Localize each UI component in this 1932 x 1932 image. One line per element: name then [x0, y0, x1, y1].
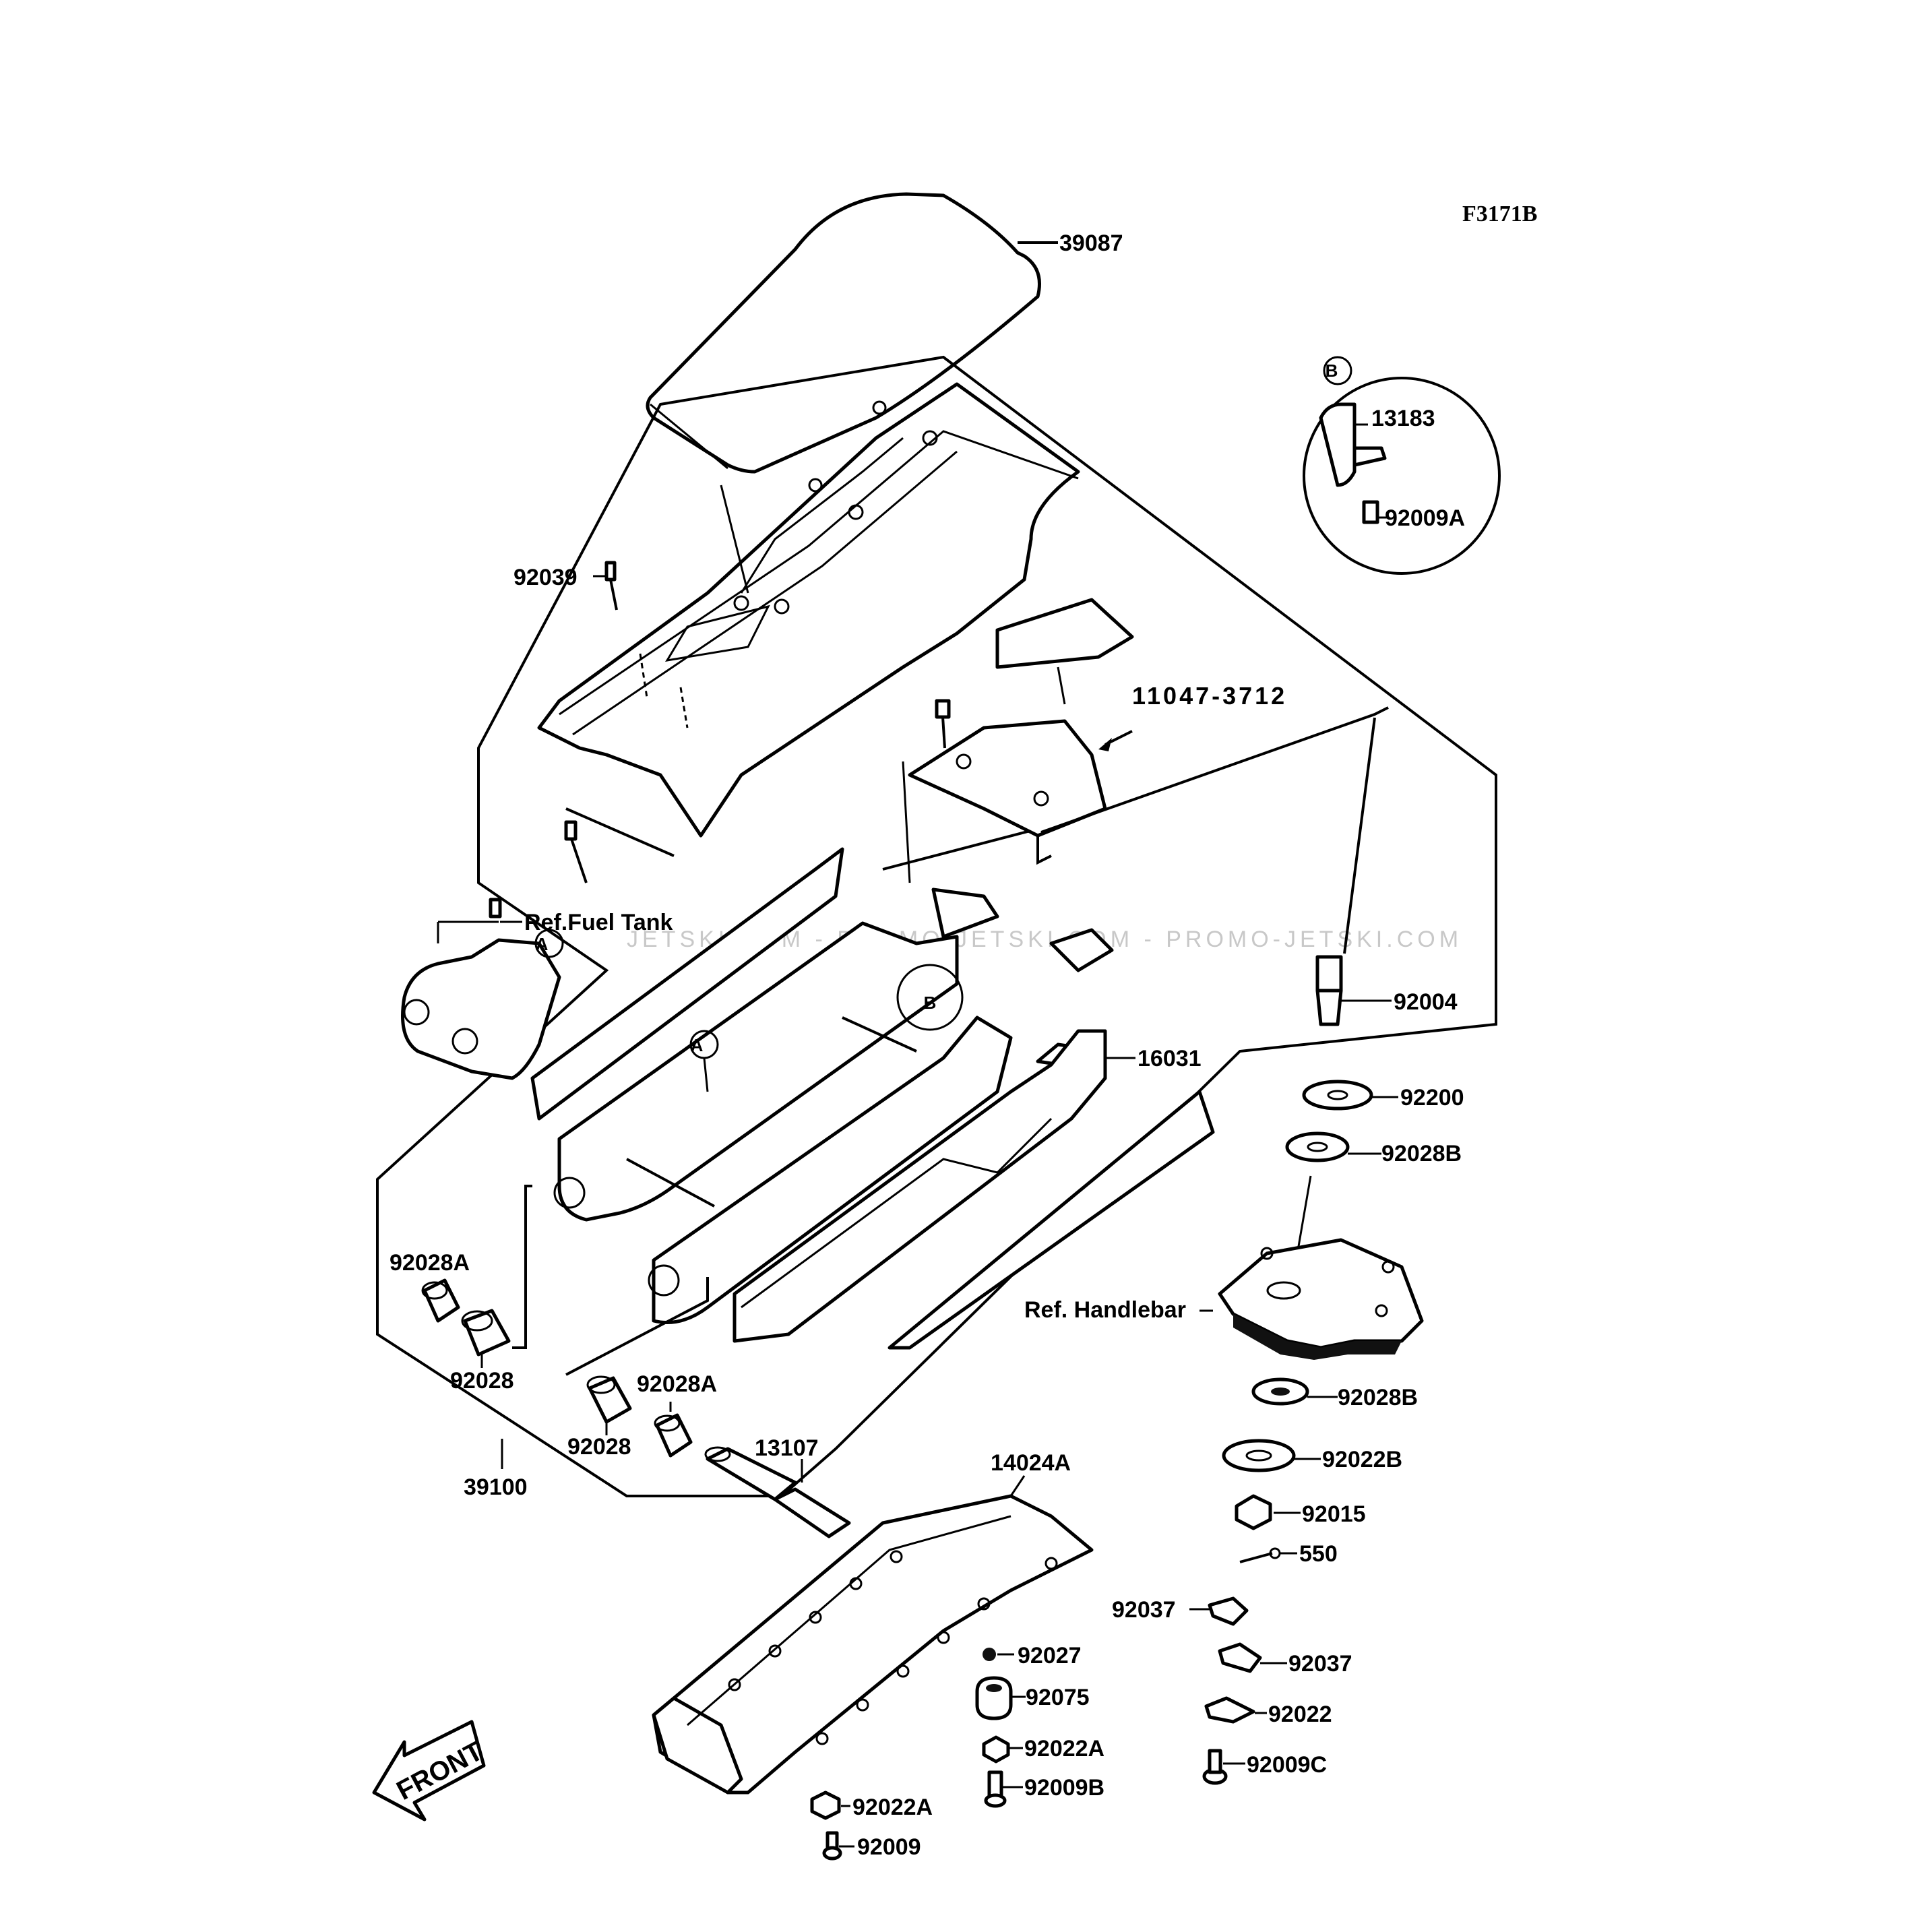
assembly-outline	[376, 355, 1497, 1497]
stopper-13183	[1319, 402, 1387, 524]
callout-a-2: A	[691, 1035, 704, 1055]
label-92009A: 92009A	[1385, 505, 1465, 531]
washer-92200	[1302, 1080, 1373, 1111]
leader-14024A	[1009, 1475, 1026, 1497]
inset-b-circle	[1303, 377, 1501, 575]
label-ref-fuel-tank: Ref.Fuel Tank	[524, 910, 673, 935]
callout-b-2: B	[1326, 361, 1338, 381]
label-92022B: 92022B	[1322, 1447, 1402, 1472]
nut-92022A-bottom	[810, 1790, 841, 1820]
damper-92075	[975, 1676, 1013, 1720]
label-92022: 92022	[1268, 1702, 1332, 1727]
seat-frame-39100	[530, 761, 1114, 1324]
front-direction-arrow: FRONT	[372, 1720, 488, 1821]
label-92004: 92004	[1394, 989, 1458, 1015]
washer-92022B	[1222, 1439, 1296, 1472]
grommet-92027	[983, 1648, 996, 1661]
label-92028A-center: 92028A	[637, 1371, 717, 1397]
sleeve-13107	[704, 1446, 851, 1538]
label-92022A-center: 92022A	[1024, 1736, 1104, 1762]
label-11047-3712: 11047-3712	[1132, 682, 1287, 710]
seat-cushion	[646, 192, 1041, 474]
label-92009: 92009	[857, 1834, 921, 1860]
bracket-11047-3712	[908, 598, 1134, 838]
label-13183: 13183	[1371, 406, 1435, 431]
label-39100: 39100	[464, 1474, 528, 1500]
label-ref-handlebar: Ref. Handlebar	[1024, 1297, 1186, 1323]
figure-ref-code: F3171B	[1462, 201, 1537, 226]
label-92028A-left: 92028A	[389, 1250, 470, 1276]
guard-14024A	[652, 1494, 1094, 1795]
clamp-92022	[1204, 1696, 1255, 1724]
label-13107: 13107	[755, 1435, 819, 1461]
callout-a-1: A	[536, 934, 549, 954]
bushing-92028-center	[586, 1375, 632, 1424]
label-92028B-top: 92028B	[1381, 1141, 1462, 1166]
clamp-92037-bottom	[1218, 1642, 1262, 1673]
label-92009C: 92009C	[1247, 1752, 1327, 1778]
label-92027: 92027	[1018, 1643, 1082, 1669]
clamp-92037-top	[1208, 1596, 1249, 1626]
fuel-tank-mount	[401, 898, 564, 1080]
label-92037-top: 92037	[1112, 1597, 1176, 1623]
washer-92028B-top	[1285, 1131, 1350, 1162]
label-16031: 16031	[1138, 1046, 1202, 1071]
arrowhead-11047	[1098, 738, 1112, 751]
pin-550	[1239, 1547, 1281, 1563]
bolt-92009	[822, 1831, 842, 1861]
inset-b-marker	[1323, 356, 1352, 385]
bushing-92028A-left	[421, 1278, 460, 1323]
label-92200: 92200	[1400, 1085, 1464, 1111]
label-550: 550	[1299, 1541, 1338, 1567]
label-92075: 92075	[1026, 1685, 1090, 1710]
label-92015: 92015	[1302, 1501, 1366, 1527]
rivet-92039	[564, 561, 618, 883]
nut-92015	[1235, 1494, 1272, 1530]
nut-92022A-center	[982, 1735, 1010, 1764]
label-92037-bottom: 92037	[1288, 1651, 1352, 1677]
bushing-92028-left	[461, 1309, 511, 1357]
label-39087: 39087	[1059, 230, 1123, 256]
seat-pan	[537, 382, 1080, 838]
assembly-outline-inner	[565, 807, 1052, 871]
callout-b-1: B	[924, 993, 937, 1013]
rail-16031	[733, 1029, 1215, 1350]
label-92028B-bottom: 92028B	[1338, 1385, 1418, 1410]
label-92028-left: 92028	[450, 1368, 514, 1394]
label-14024A: 14024A	[991, 1450, 1071, 1476]
label-92009B: 92009B	[1024, 1775, 1104, 1801]
label-92028-center: 92028	[567, 1434, 631, 1460]
stud-92004	[1315, 955, 1343, 1026]
bushing-92028A-center	[654, 1413, 693, 1458]
label-92022A-bottom: 92022A	[852, 1795, 933, 1820]
label-92039: 92039	[513, 565, 578, 590]
bolt-92009C	[1202, 1749, 1228, 1785]
bolt-92009B	[984, 1770, 1007, 1808]
handlebar-bracket	[1218, 1238, 1424, 1360]
bracket-outline	[1040, 706, 1389, 834]
